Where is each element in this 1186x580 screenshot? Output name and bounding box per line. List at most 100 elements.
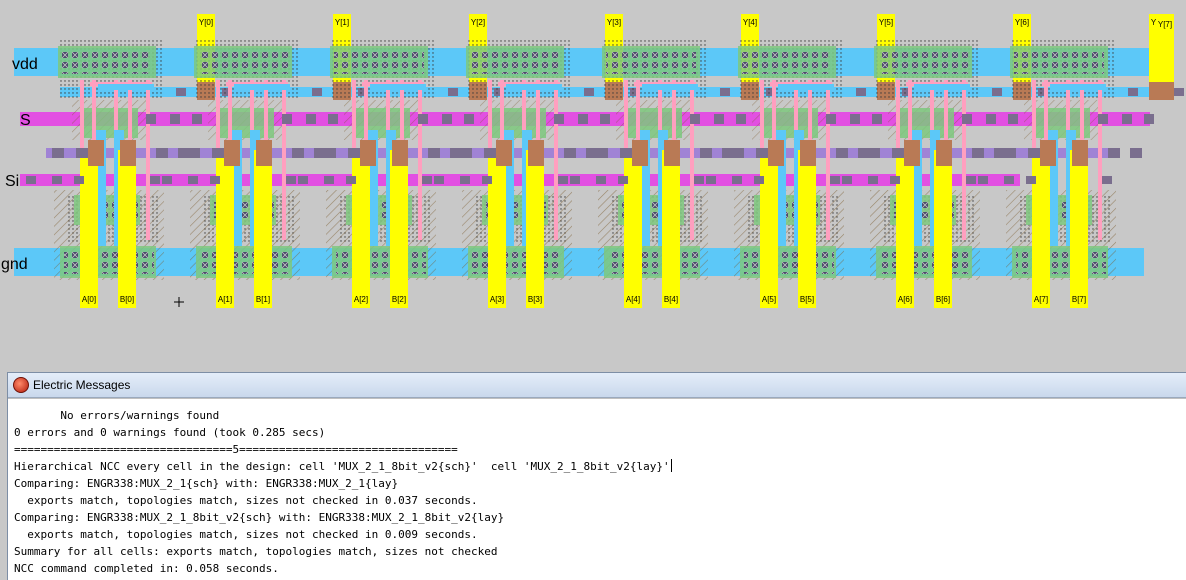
si-contact (706, 176, 716, 184)
pin-a-track (1032, 150, 1050, 308)
strap-contact (428, 148, 440, 158)
si-contact (966, 176, 976, 184)
strap-contact (620, 148, 632, 158)
si-contact (868, 176, 878, 184)
si-contact (596, 176, 606, 184)
layout-canvas[interactable]: A[0]B[0]Y[0]A[1]B[1]Y[1]A[2]B[2]Y[2]A[3]… (0, 0, 1186, 372)
pin-a-track (760, 150, 778, 308)
pin-a-track (896, 150, 914, 308)
mux-cell-7: A[7]B[7]Y[7] (978, 14, 1184, 308)
strap-line (46, 148, 1116, 158)
metal1-bridge (1050, 84, 1106, 90)
poly-gate (282, 80, 286, 240)
log-line: Comparing: ENGR338:MUX_2_1_8bit_v2{sch} … (14, 511, 505, 524)
pin-b-track (798, 150, 816, 308)
si-contact (732, 176, 742, 184)
messages-titlebar[interactable]: Electric Messages (8, 373, 1186, 398)
metal1-bridge (778, 84, 834, 90)
metal1-column (640, 130, 650, 246)
layout-drawing[interactable]: A[0]B[0]Y[0]A[1]B[1]Y[1]A[2]B[2]Y[2]A[3]… (0, 0, 1186, 372)
pin-a-track (80, 150, 98, 308)
si-contact (1004, 176, 1014, 184)
pin-label-b: B[7] (1072, 295, 1086, 304)
gate-via (528, 140, 544, 166)
vdd-contacts (334, 50, 424, 74)
pin-label-b: B[1] (256, 295, 270, 304)
net-label-gnd: gnd (1, 256, 28, 273)
pin-b-track (662, 150, 680, 308)
metal1-bridge (370, 84, 426, 90)
strap-contact (564, 148, 576, 158)
pin-label-a: A[5] (762, 295, 776, 304)
pin-b-track (118, 150, 136, 308)
gate-via (392, 140, 408, 166)
poly-gate (962, 80, 966, 240)
messages-text-area[interactable]: No errors/warnings found 0 errors and 0 … (8, 398, 1186, 580)
si-contact (460, 176, 470, 184)
pin-label-b: B[2] (392, 295, 406, 304)
metal1-bridge (234, 84, 290, 90)
strap-contact (460, 148, 472, 158)
s-contact (170, 114, 180, 124)
pin-a-track (488, 150, 506, 308)
pin-label-b: B[0] (120, 295, 134, 304)
si-contact (422, 176, 432, 184)
log-line-partial (14, 399, 93, 405)
s-contact (306, 114, 316, 124)
strap-contact (892, 148, 904, 158)
metal1-bridge (506, 84, 562, 90)
si-contact (754, 176, 764, 184)
s-contact (736, 114, 746, 124)
upper-contact (1174, 88, 1184, 96)
gate-via (936, 140, 952, 166)
strap-contact (1108, 148, 1120, 158)
upper-contact (720, 88, 730, 96)
metal1-bridge (914, 84, 970, 90)
s-contact (282, 114, 292, 124)
strap-contact (1028, 148, 1040, 158)
si-contact (558, 176, 568, 184)
log-line: Summary for all cells: exports match, to… (14, 545, 498, 558)
pin-b-track (1070, 150, 1088, 308)
gate-via (256, 140, 272, 166)
s-contact (1098, 114, 1108, 124)
log-line: exports match, topologies match, sizes n… (14, 528, 478, 541)
messages-window[interactable]: Electric Messages No errors/warnings fou… (7, 372, 1186, 580)
vdd-contacts (470, 50, 560, 74)
metal1-column (776, 130, 786, 246)
pin-label-a: A[1] (218, 295, 232, 304)
strap-contact (722, 148, 734, 158)
messages-log[interactable]: No errors/warnings found 0 errors and 0 … (8, 399, 1186, 577)
s-contact (962, 114, 972, 124)
metal1-bridge (98, 84, 154, 90)
s-contact (418, 114, 428, 124)
s-contact (1144, 114, 1154, 124)
pin-label-a: A[0] (82, 295, 96, 304)
text-caret (670, 459, 672, 472)
log-line: exports match, topologies match, sizes n… (14, 494, 478, 507)
poly-gate (826, 80, 830, 240)
si-contact (52, 176, 62, 184)
si-contact (978, 176, 988, 184)
metal1-column (96, 130, 106, 246)
s-contact (986, 114, 996, 124)
si-contact (26, 176, 36, 184)
poly-gate (554, 80, 558, 240)
gnd-contacts (608, 250, 698, 274)
mux-cell-1: A[1]B[1]Y[1] (162, 14, 368, 308)
upper-contact (856, 88, 866, 96)
strap-contact (178, 148, 190, 158)
s-contact (1122, 114, 1132, 124)
s-contact (554, 114, 564, 124)
si-contact (286, 176, 296, 184)
metal1-column (1048, 130, 1058, 246)
si-contact (434, 176, 444, 184)
gate-via (768, 140, 784, 166)
s-contact (826, 114, 836, 124)
gnd-contacts (64, 250, 154, 274)
vdd-contacts (62, 50, 152, 74)
strap-contact (1130, 148, 1142, 158)
strap-contact (1004, 148, 1016, 158)
si-contact (1102, 176, 1112, 184)
s-contact (442, 114, 452, 124)
